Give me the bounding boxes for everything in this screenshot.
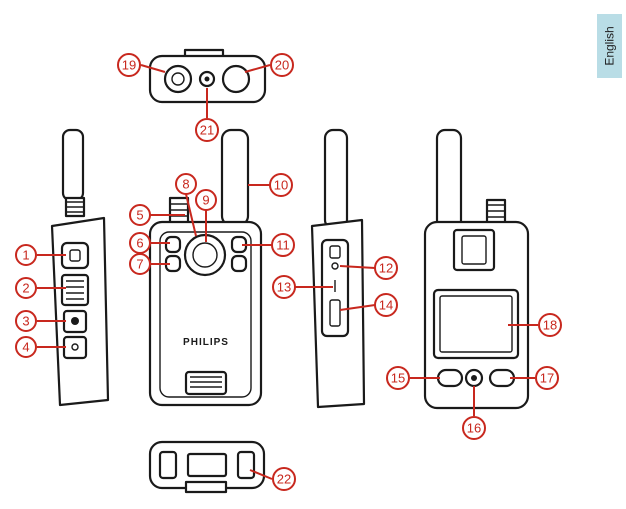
- callout-15: 15: [386, 366, 410, 390]
- callout-2-label: 2: [22, 281, 29, 296]
- callout-8: 8: [175, 173, 197, 195]
- callout-7-label: 7: [136, 257, 143, 272]
- callout-17-label: 17: [540, 371, 554, 386]
- callout-22: 22: [272, 467, 296, 491]
- callout-leader-lines: [37, 64, 538, 480]
- callout-20-label: 20: [275, 58, 289, 73]
- callout-3: 3: [15, 310, 37, 332]
- callout-18-label: 18: [543, 318, 557, 333]
- callout-12-label: 12: [379, 261, 393, 276]
- callout-16-label: 16: [467, 421, 481, 436]
- callout-9: 9: [195, 189, 217, 211]
- callout-8-label: 8: [182, 177, 189, 192]
- callout-6-label: 6: [136, 236, 143, 251]
- callout-11-label: 11: [276, 238, 290, 253]
- callout-13: 13: [272, 275, 296, 299]
- callout-1-label: 1: [22, 248, 29, 263]
- callout-14: 14: [374, 293, 398, 317]
- callout-5-label: 5: [136, 208, 143, 223]
- device-back-view: [423, 128, 530, 410]
- callout-9-label: 9: [202, 193, 209, 208]
- device-left-side-view: [50, 128, 110, 407]
- callout-5: 5: [129, 204, 151, 226]
- callout-11: 11: [271, 233, 295, 257]
- callout-2: 2: [15, 277, 37, 299]
- callout-4-label: 4: [22, 340, 29, 355]
- device-front-view: PHILIPS: [148, 128, 263, 407]
- brand-logo-text: PHILIPS: [183, 337, 229, 348]
- callout-10: 10: [269, 173, 293, 197]
- callout-18: 18: [538, 313, 562, 337]
- callout-21-label: 21: [200, 123, 214, 138]
- callout-17: 17: [535, 366, 559, 390]
- device-bottom-view: [148, 440, 266, 494]
- callout-14-label: 14: [379, 298, 393, 313]
- callout-13-label: 13: [277, 280, 291, 295]
- callout-21: 21: [195, 118, 219, 142]
- callout-10-label: 10: [274, 178, 288, 193]
- callout-22-label: 22: [277, 472, 291, 487]
- callout-16: 16: [462, 416, 486, 440]
- callout-12: 12: [374, 256, 398, 280]
- device-top-view: [148, 48, 267, 104]
- callout-3-label: 3: [22, 314, 29, 329]
- language-tab[interactable]: English: [597, 14, 622, 78]
- callout-19: 19: [117, 53, 141, 77]
- callout-6: 6: [129, 232, 151, 254]
- callout-1: 1: [15, 244, 37, 266]
- callout-20: 20: [270, 53, 294, 77]
- callout-4: 4: [15, 336, 37, 358]
- device-right-side-view: [310, 128, 366, 409]
- callout-19-label: 19: [122, 58, 136, 73]
- callout-15-label: 15: [391, 371, 405, 386]
- callout-7: 7: [129, 253, 151, 275]
